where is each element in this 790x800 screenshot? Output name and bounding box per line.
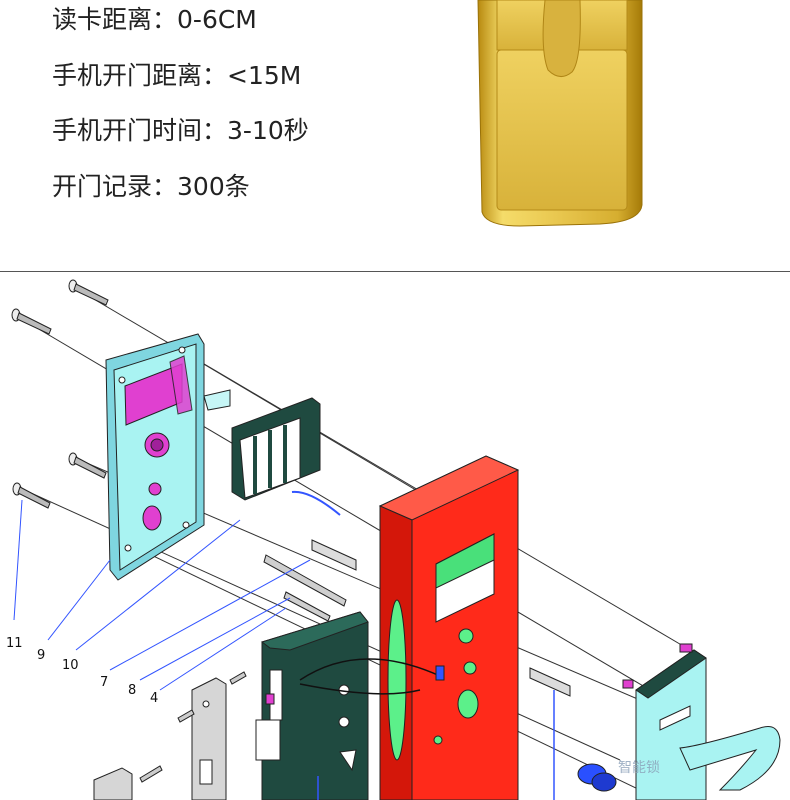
- lever-handle: [679, 726, 781, 791]
- callout-numbers: 11 9 10 7 8 4: [6, 636, 158, 706]
- back-panel: [622, 643, 707, 800]
- spec-records: 开门记录：300条: [52, 172, 250, 202]
- spec-value: <15M: [227, 61, 302, 90]
- callout-number: 9: [37, 648, 45, 663]
- watermark: 智能锁: [618, 760, 660, 776]
- callout-number: 7: [100, 675, 108, 690]
- spindle-parts: [263, 539, 357, 622]
- callout-number: 10: [62, 658, 79, 673]
- callout-number: 11: [6, 636, 23, 651]
- spec-value: 3-10秒: [227, 116, 309, 145]
- screw-icon: [12, 482, 51, 509]
- spec-value: 0-6CM: [177, 5, 257, 34]
- guide-lines: [317, 690, 555, 800]
- spec-phone-time: 手机开门时间：3-10秒: [52, 116, 309, 146]
- red-body-plate: [378, 455, 520, 800]
- spec-label: 手机开门时间：: [52, 116, 228, 145]
- spec-read-distance: 读卡距离：0-6CM: [52, 5, 257, 35]
- spec-label: 开门记录：: [52, 172, 178, 201]
- card-reader-module: [231, 397, 341, 516]
- callout-lines: [13, 499, 311, 691]
- gold-lock-photo: [477, 0, 643, 227]
- callout-number: 8: [128, 683, 136, 698]
- faceplate: [191, 677, 227, 800]
- spec-label: 读卡距离：: [52, 5, 178, 34]
- section-divider: [0, 271, 790, 272]
- battery-icon: [577, 763, 617, 792]
- screw-set: [11, 279, 109, 509]
- screw-icon: [68, 279, 109, 306]
- spec-phone-distance: 手机开门距离：<15M: [52, 61, 301, 91]
- small-screws: [139, 671, 247, 783]
- screw-icon: [11, 308, 52, 335]
- side-part: [529, 667, 571, 697]
- callout-number: 4: [150, 691, 158, 706]
- screw-icon: [68, 452, 107, 479]
- strike-plate: [93, 767, 133, 800]
- mortise-case: [255, 611, 445, 800]
- spec-label: 手机开门距离：: [52, 61, 228, 90]
- spec-value: 300条: [177, 172, 250, 201]
- front-panel: [105, 333, 231, 581]
